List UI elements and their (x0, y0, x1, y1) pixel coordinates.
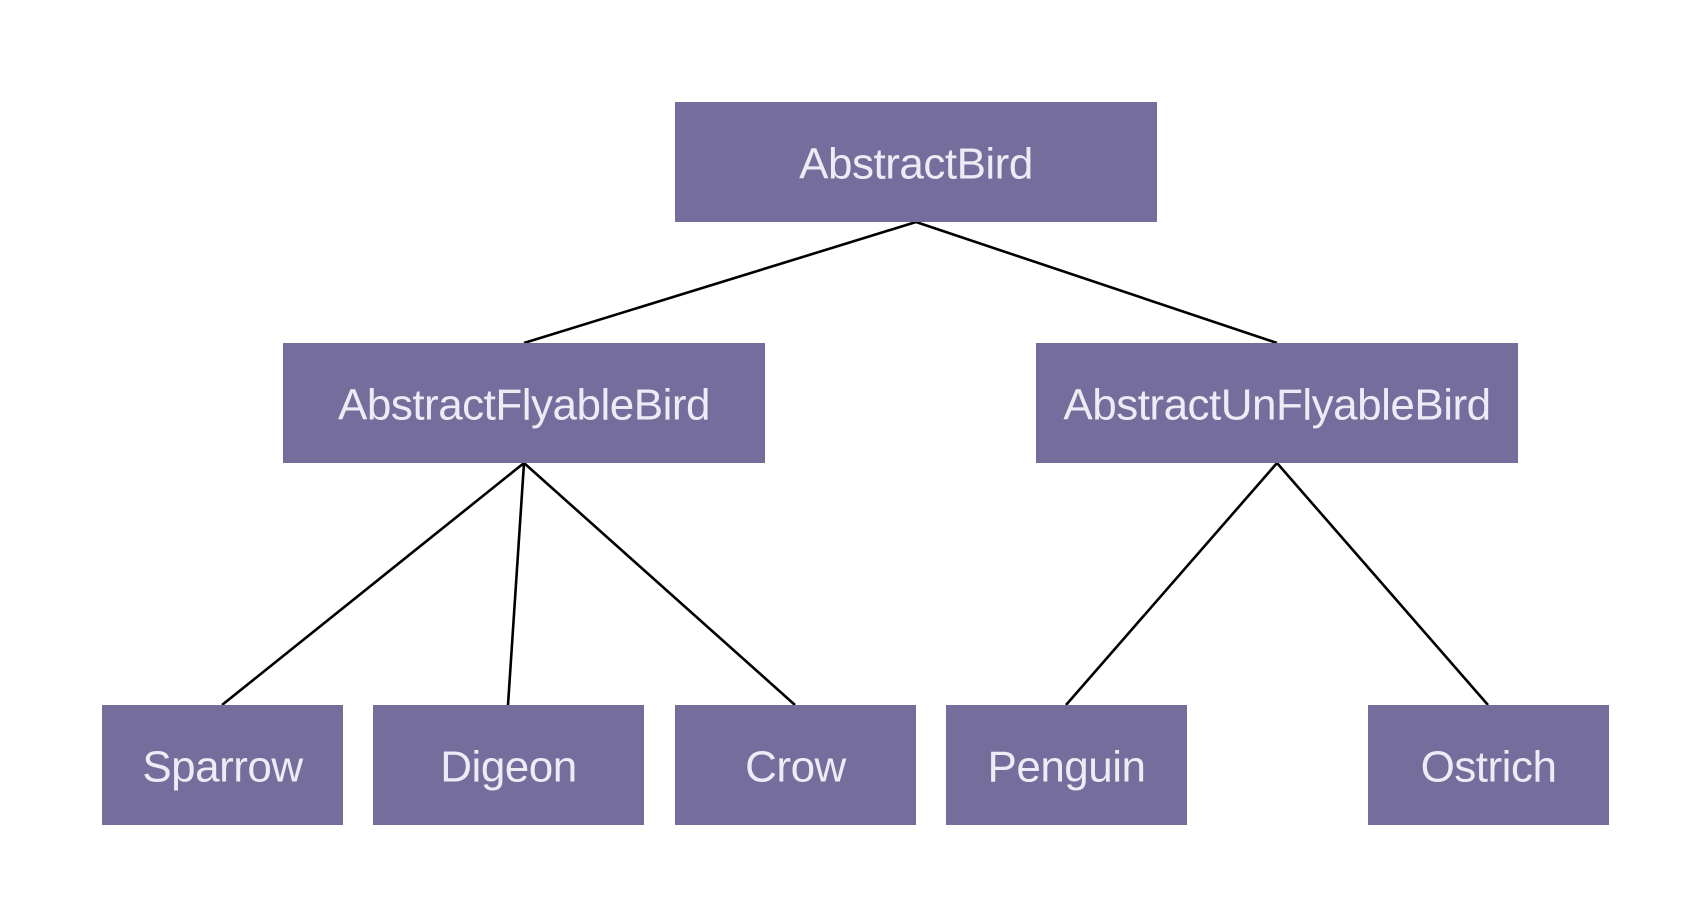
node-abstract-flyable-bird: AbstractFlyableBird (283, 343, 765, 463)
edges-layer (221, 220, 1489, 707)
node-box-sparrow (102, 705, 343, 825)
node-box-ostrich (1368, 705, 1609, 825)
node-penguin: Penguin (946, 705, 1187, 825)
node-box-abstract-unflyable-bird (1036, 343, 1518, 463)
edge-abstract-bird-to-abstract-flyable-bird (523, 220, 917, 345)
node-box-digeon (373, 705, 644, 825)
node-sparrow: Sparrow (102, 705, 343, 825)
edge-abstract-unflyable-bird-to-ostrich (1276, 462, 1489, 706)
node-label-abstract-unflyable-bird: AbstractUnFlyableBird (1063, 381, 1490, 430)
edge-abstract-flyable-bird-to-crow (523, 462, 796, 706)
edge-abstract-flyable-bird-to-sparrow (221, 461, 525, 707)
node-label-sparrow: Sparrow (142, 743, 303, 792)
node-abstract-bird: AbstractBird (675, 102, 1157, 222)
node-box-abstract-flyable-bird (283, 343, 765, 463)
node-box-crow (675, 705, 916, 825)
node-label-digeon: Digeon (440, 743, 576, 792)
node-crow: Crow (675, 705, 916, 825)
edge-abstract-unflyable-bird-to-penguin (1065, 462, 1278, 706)
edge-abstract-bird-to-abstract-unflyable-bird (915, 220, 1278, 345)
edge-abstract-flyable-bird-to-digeon (506, 462, 526, 706)
node-box-penguin (946, 705, 1187, 825)
node-abstract-unflyable-bird: AbstractUnFlyableBird (1036, 343, 1518, 463)
node-box-abstract-bird (675, 102, 1157, 222)
node-label-abstract-flyable-bird: AbstractFlyableBird (338, 381, 710, 430)
node-label-abstract-bird: AbstractBird (799, 140, 1033, 189)
node-label-penguin: Penguin (988, 743, 1146, 792)
node-label-ostrich: Ostrich (1421, 743, 1557, 792)
node-label-crow: Crow (745, 743, 846, 792)
node-digeon: Digeon (373, 705, 644, 825)
node-ostrich: Ostrich (1368, 705, 1609, 825)
